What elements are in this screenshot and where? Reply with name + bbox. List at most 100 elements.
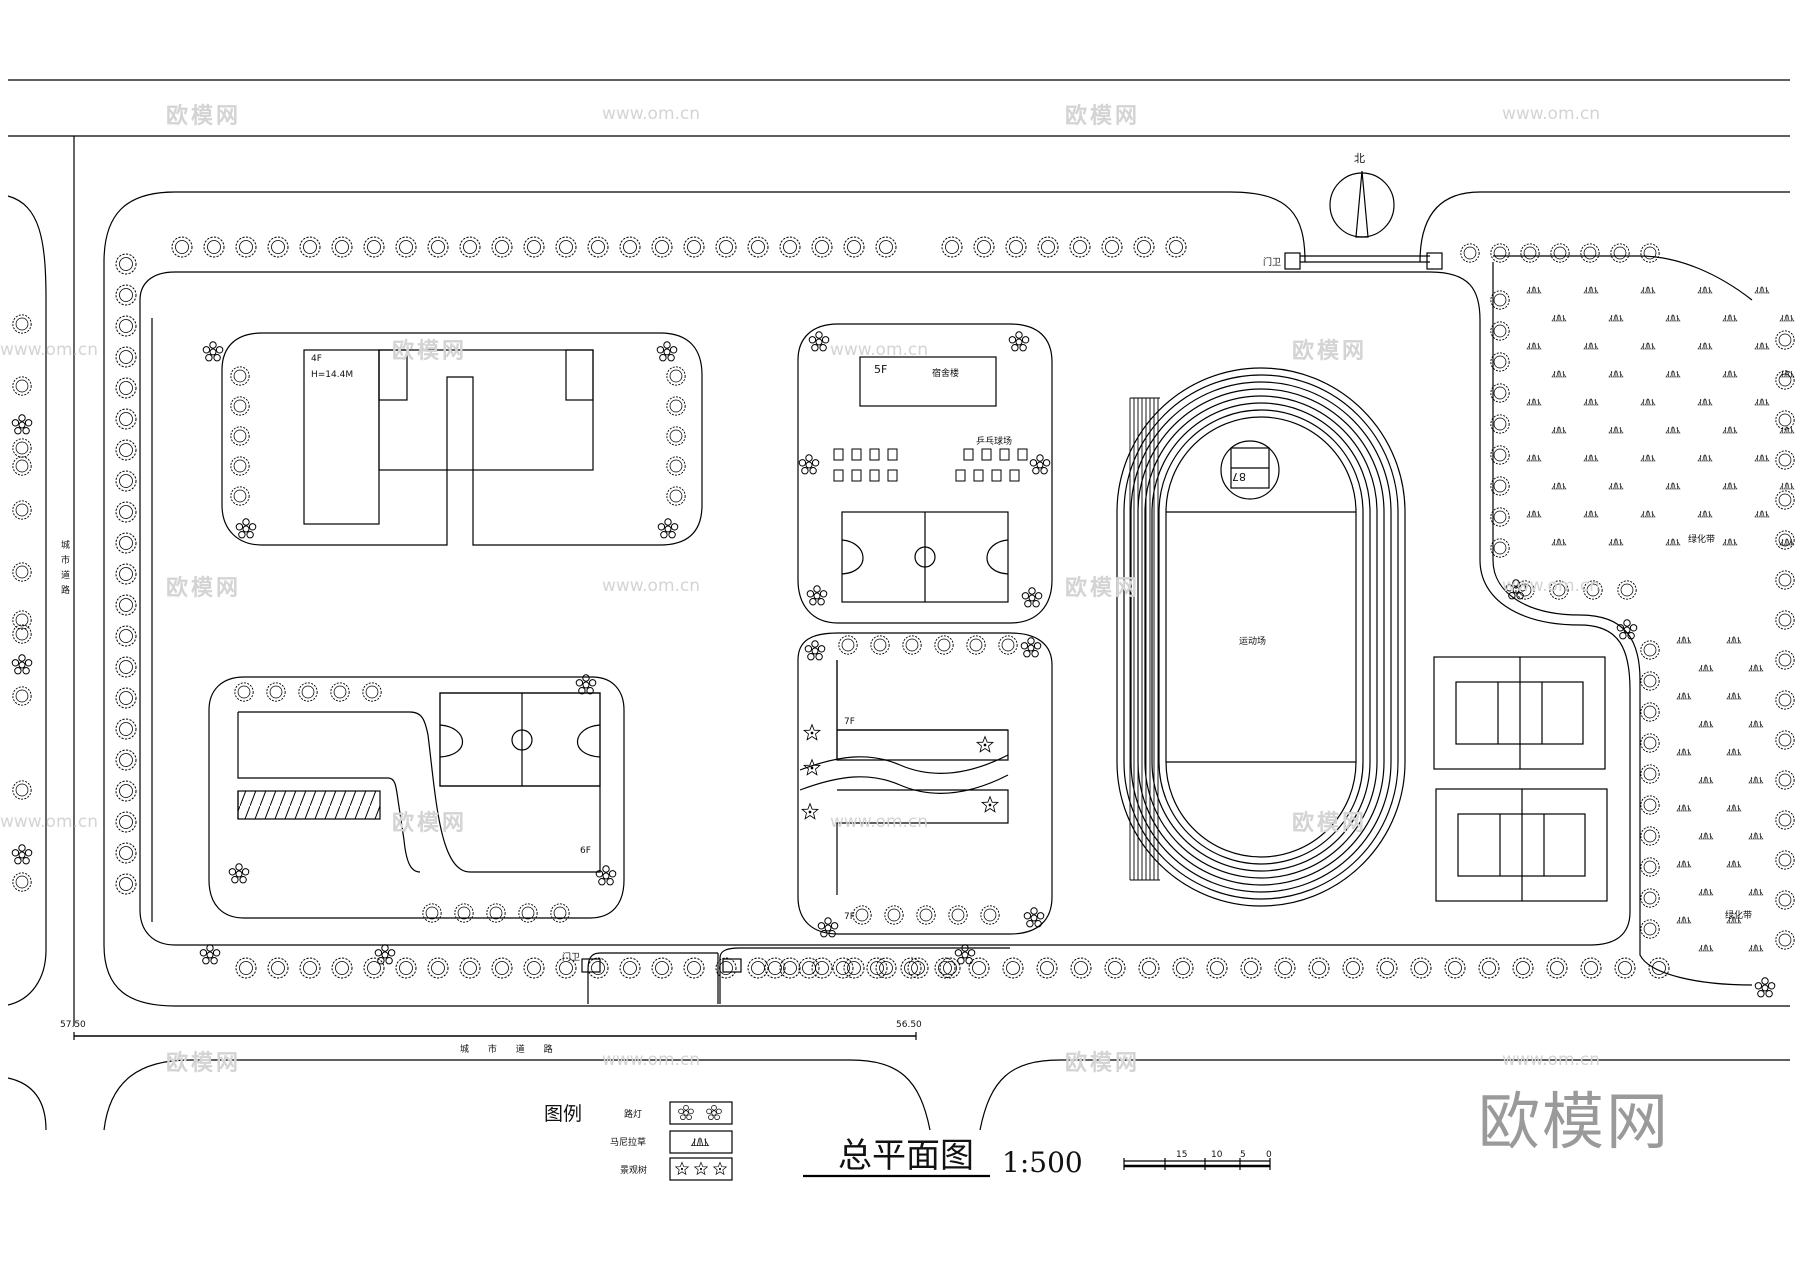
tree-icon: [916, 905, 936, 925]
tree-icon: [395, 957, 417, 979]
tree-icon: [12, 376, 32, 396]
tree-icon: [115, 625, 137, 647]
tree-icon: [115, 594, 137, 616]
tree-icon: [902, 635, 922, 655]
tree-icon: [550, 903, 570, 923]
tree-icon: [587, 236, 609, 258]
tree-icon: [12, 686, 32, 706]
grass-icon: [1550, 425, 1567, 434]
tree-icon: [1342, 957, 1364, 979]
tree-icon: [619, 236, 641, 258]
grass-icon: [1639, 285, 1656, 294]
grass-icon: [1639, 397, 1656, 406]
tree-icon: [1580, 957, 1602, 979]
tree-icon: [230, 366, 250, 386]
street-lamp-symbols: [11, 331, 1776, 1121]
tree-icon: [1640, 733, 1660, 753]
tree-icon: [115, 284, 137, 306]
tree-icon: [980, 905, 1000, 925]
tree-icon: [230, 426, 250, 446]
legend-tree-icon: [713, 1162, 727, 1175]
tree-icon: [1172, 957, 1194, 979]
grass-icon: [1525, 509, 1542, 518]
tree-icon: [523, 236, 545, 258]
grass-icon: [1664, 537, 1681, 546]
tree-icon: [115, 749, 137, 771]
grass-icon: [1697, 719, 1714, 728]
brand-logo: 欧模网: [1478, 1085, 1671, 1158]
tree-icon: [362, 682, 382, 702]
grass-icon: [1550, 481, 1567, 490]
tree-icon: [12, 314, 32, 334]
tree-icon: [1775, 570, 1795, 590]
tree-icon: [1580, 243, 1600, 263]
grass-icon: [1725, 803, 1742, 812]
tree-icon: [747, 236, 769, 258]
watermark-logo: 欧模网: [166, 1051, 242, 1076]
tree-icon: [1640, 671, 1660, 691]
tree-icon: [966, 635, 986, 655]
tree-icon: [1478, 957, 1500, 979]
tree-icon: [666, 426, 686, 446]
tree-icon: [1036, 957, 1058, 979]
tree-icon: [838, 635, 858, 655]
tree-icon: [948, 905, 968, 925]
watermark-url: www.om.cn: [1502, 576, 1601, 596]
tree-icon: [1104, 957, 1126, 979]
tree-icon: [518, 903, 538, 923]
tree-icon: [115, 439, 137, 461]
tree-icon: [1640, 795, 1660, 815]
tree-icon: [870, 635, 890, 655]
tree-icon: [12, 500, 32, 520]
street-lamp-icon: [1020, 637, 1042, 658]
tree-icon: [395, 236, 417, 258]
watermark-url: www.om.cn: [1502, 1050, 1601, 1070]
tree-icon: [1775, 610, 1795, 630]
tree-icon: [934, 957, 956, 979]
grass-icon: [1753, 453, 1770, 462]
watermark-logo: 欧模网: [392, 811, 468, 836]
watermark-logo: 欧模网: [166, 104, 242, 129]
tree-icon: [875, 957, 897, 979]
street-lamp-icon: [228, 863, 250, 884]
street-lamp-icon: [235, 518, 257, 539]
tree-icon: [1640, 919, 1660, 939]
tree-icon: [486, 903, 506, 923]
tree-icon: [1550, 243, 1570, 263]
grass-icon: [1697, 943, 1714, 952]
street-lamp-icon: [656, 341, 678, 362]
tree-icon: [1775, 450, 1795, 470]
grass-icon: [1582, 509, 1599, 518]
dimension-label-mid: 56.50: [896, 1020, 922, 1030]
tree-icon: [230, 486, 250, 506]
grass-icon: [1675, 691, 1692, 700]
north-label: 北: [1354, 152, 1365, 165]
scale-tick-15: 15: [1176, 1150, 1188, 1160]
tree-icon: [651, 236, 673, 258]
tree-icon: [115, 501, 137, 523]
tree-icon: [1410, 957, 1432, 979]
street-lamp-icon: [11, 654, 33, 675]
watermark-logo: 欧模网: [1292, 339, 1368, 364]
street-lamp-icon: [199, 944, 221, 965]
legend-grass-icon: [690, 1136, 710, 1147]
gate-label-south: 门卫: [562, 953, 581, 963]
sports-field-label: 运动场: [1239, 637, 1267, 647]
tree-icon: [1775, 730, 1795, 750]
grass-icon: [1582, 285, 1599, 294]
tree-icon: [115, 377, 137, 399]
tree-icon: [843, 236, 865, 258]
tree-icon: [491, 236, 513, 258]
tree-icon: [1308, 957, 1330, 979]
tree-icon: [866, 957, 888, 979]
grass-icon: [1664, 369, 1681, 378]
grass-icon: [1525, 341, 1542, 350]
grass-icon: [1725, 635, 1742, 644]
tree-icon: [115, 656, 137, 678]
tree-icon: [666, 486, 686, 506]
tree-icon: [235, 957, 257, 979]
tree-icon: [12, 872, 32, 892]
tree-icon: [1101, 236, 1123, 258]
tree-icon: [459, 957, 481, 979]
tree-icon: [1133, 236, 1155, 258]
